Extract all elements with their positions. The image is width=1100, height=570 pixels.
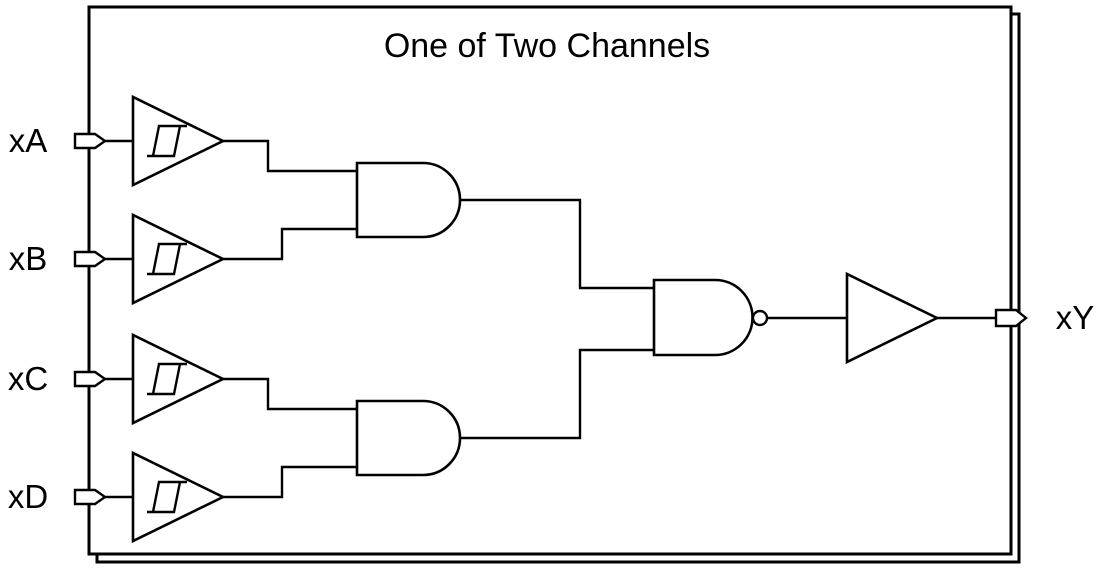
input-xA: xA: [9, 94, 226, 188]
input-pin-icon: [73, 370, 108, 388]
input-label-xB: xB: [9, 240, 48, 277]
input-pin-icon: [73, 250, 108, 268]
wire-xD-to-and-bottom: [223, 465, 357, 499]
input-xD: xD: [8, 450, 226, 544]
hysteresis-icon: [147, 242, 187, 276]
wire-and-bottom-to-nand: [459, 348, 654, 440]
hysteresis-icon: [147, 480, 187, 514]
input-label-xC: xC: [8, 360, 48, 397]
and-gate-top: [355, 161, 462, 239]
hysteresis-icon: [147, 362, 187, 396]
output-buffer: [845, 271, 940, 365]
hysteresis-icon: [147, 124, 187, 158]
diagram-title: One of Two Channels: [384, 27, 710, 65]
wire-xB-to-and-top: [223, 227, 357, 261]
nand-gate: [652, 278, 754, 357]
channel-box: [87, 5, 1013, 556]
and-gate-bottom: [355, 399, 462, 477]
input-xC: xC: [8, 332, 226, 426]
input-label-xA: xA: [9, 122, 48, 159]
input-pin-icon: [73, 132, 108, 150]
wires-input-stage: [223, 139, 357, 499]
wires-mid-stage: [459, 198, 654, 440]
wire-xC-to-and-bottom: [223, 377, 357, 411]
output-label-xY: xY: [1056, 299, 1095, 336]
input-xB: xB: [9, 212, 226, 306]
input-pin-icon: [73, 488, 108, 506]
inversion-bubble-icon: [751, 309, 769, 327]
output-pin-icon: [994, 308, 1028, 328]
wire-and-top-to-nand: [459, 198, 654, 290]
wire-xA-to-and-top: [223, 139, 357, 173]
input-label-xD: xD: [8, 478, 48, 515]
